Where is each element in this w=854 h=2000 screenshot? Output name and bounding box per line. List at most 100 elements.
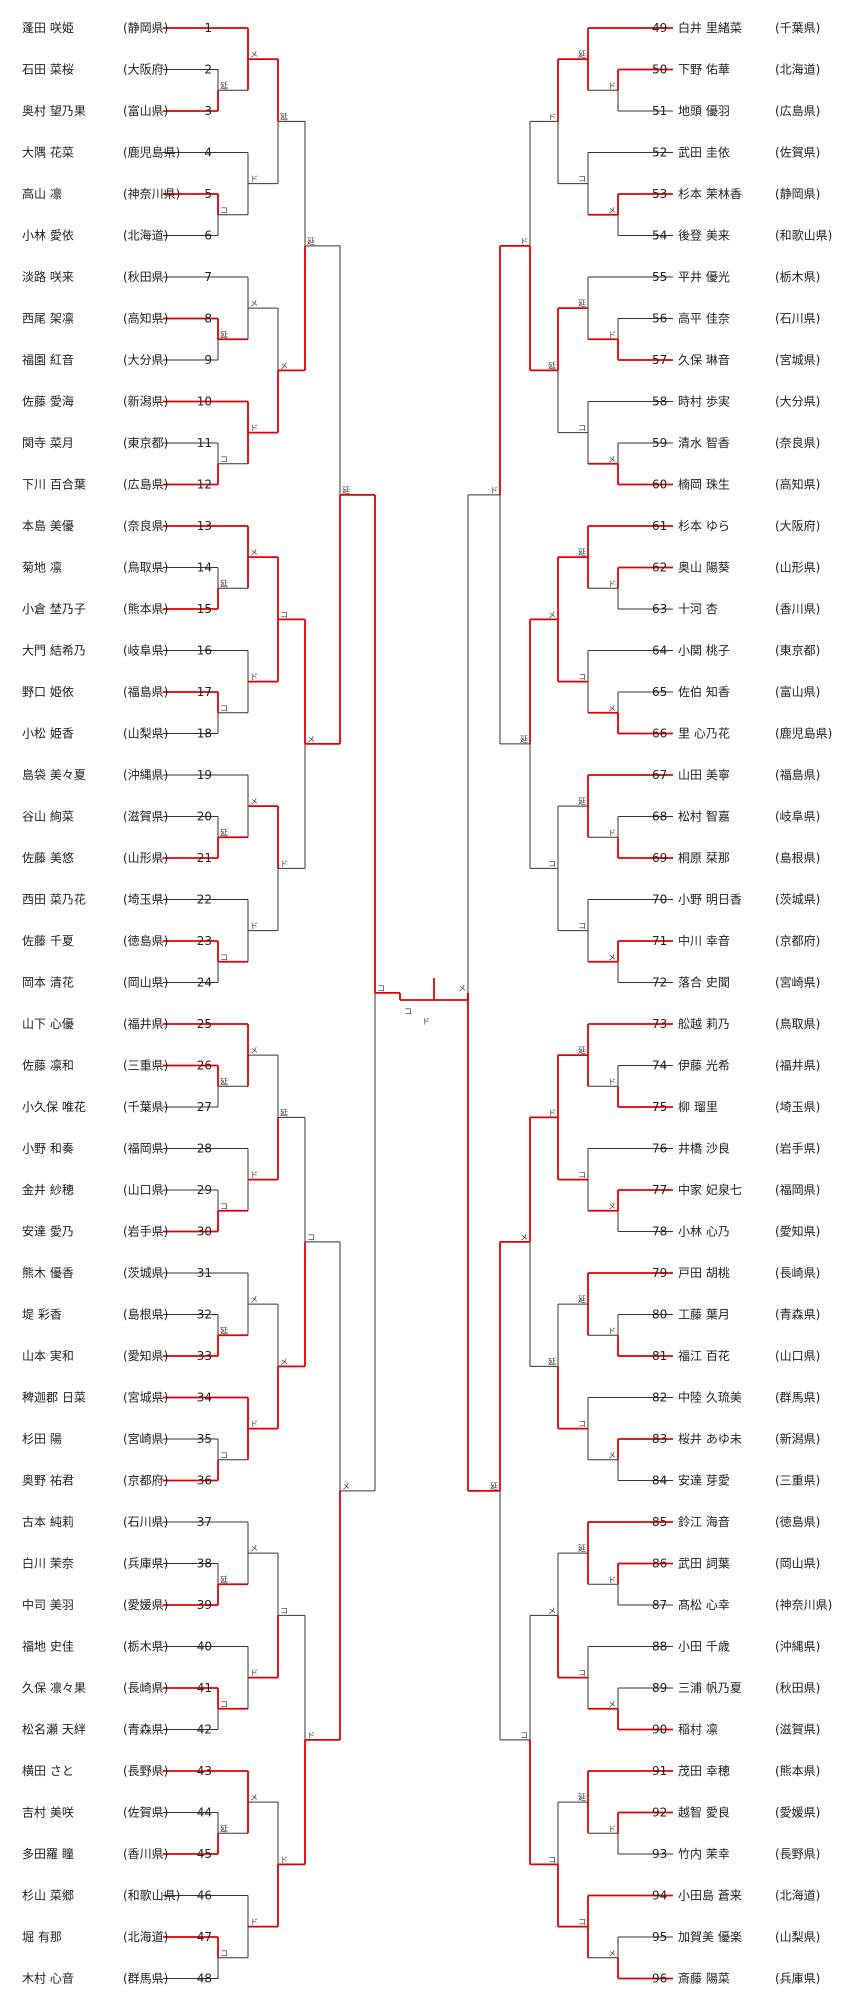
player-prefecture: (福岡県) [123, 1141, 168, 1156]
score-mark: ド [608, 330, 616, 339]
score-mark: ド [422, 1017, 430, 1026]
seed-number: 25 [197, 1017, 212, 1031]
score-mark: メ [548, 1606, 556, 1615]
seed-number: 37 [197, 1515, 212, 1529]
player-prefecture: (鳥取県) [775, 1016, 820, 1031]
player-prefecture: (北海道) [123, 1929, 168, 1944]
player-prefecture: (千葉県) [123, 1100, 168, 1114]
player-name: 安達 芽愛 [678, 1473, 730, 1488]
seed-number: 45 [197, 1847, 212, 1861]
player-prefecture: (福井県) [775, 1058, 820, 1073]
player-name: 金井 紗穂 [22, 1182, 74, 1197]
player-name: 奥山 陽葵 [678, 561, 730, 575]
player-name: 谷山 絢菜 [22, 809, 74, 824]
seed-number: 39 [197, 1598, 212, 1612]
player-name: 下野 佑華 [678, 63, 730, 77]
seed-number: 31 [197, 1266, 212, 1280]
player-name: 中司 美羽 [22, 1597, 74, 1612]
player-prefecture: (三重県) [775, 1474, 820, 1488]
seed-number: 34 [197, 1391, 212, 1405]
player-name: 佐藤 凛和 [22, 1058, 74, 1073]
seed-number: 58 [652, 395, 667, 409]
seed-number: 81 [652, 1349, 667, 1363]
player-name: 桐原 栞那 [678, 851, 730, 865]
seed-number: 8 [204, 312, 212, 326]
player-name: 楠岡 珠生 [678, 477, 730, 492]
player-name: 松名瀬 天絆 [22, 1722, 86, 1737]
score-mark: コ [220, 455, 228, 464]
score-mark: メ [608, 1700, 616, 1709]
player-prefecture: (愛媛県) [123, 1598, 168, 1612]
score-mark: メ [608, 704, 616, 713]
player-prefecture: (埼玉県) [123, 893, 168, 907]
player-prefecture: (北海道) [775, 1888, 820, 1903]
player-prefecture: (滋賀県) [775, 1723, 820, 1737]
score-mark: メ [458, 984, 466, 993]
score-mark: メ [608, 455, 616, 464]
player-name: 小久保 唯花 [22, 1099, 86, 1114]
player-name: 斎藤 陽菜 [678, 1971, 730, 1986]
seed-number: 50 [652, 63, 667, 77]
score-mark: 延 [220, 1325, 228, 1335]
player-prefecture: (滋賀県) [123, 810, 168, 824]
player-prefecture: (新潟県) [775, 1431, 820, 1446]
score-mark: 延 [220, 1823, 228, 1833]
player-prefecture: (大分県) [123, 353, 168, 367]
player-prefecture: (熊本県) [123, 601, 168, 616]
seed-number: 63 [652, 602, 667, 616]
player-prefecture: (島根県) [775, 850, 820, 865]
seed-number: 47 [197, 1930, 212, 1944]
player-prefecture: (高知県) [775, 477, 820, 492]
player-name: 稲村 凛 [678, 1722, 718, 1737]
player-name: 関寺 菜月 [22, 436, 74, 450]
player-name: 小野 明日香 [678, 893, 742, 907]
player-name: 清水 智香 [678, 435, 730, 450]
seed-number: 66 [652, 727, 667, 741]
score-mark: ド [250, 1669, 258, 1678]
seed-number: 49 [652, 21, 667, 35]
seed-number: 90 [652, 1723, 667, 1737]
player-prefecture: (新潟県) [123, 394, 168, 409]
score-mark: メ [250, 1793, 258, 1802]
player-name: 後登 美来 [678, 228, 730, 243]
score-mark: ド [608, 1575, 616, 1584]
player-labels: 蓬田 咲姫(静岡県)1石田 菜桜(大阪府)2奥村 望乃果(富山県)3大隅 花菜(… [22, 20, 832, 1986]
score-mark: ド [280, 859, 288, 868]
player-prefecture: (青森県) [123, 1722, 168, 1737]
player-prefecture: (富山県) [123, 103, 168, 118]
score-mark: ド [548, 1108, 556, 1117]
score-mark: ド [250, 1171, 258, 1180]
player-prefecture: (千葉県) [775, 21, 820, 35]
score-mark: コ [220, 704, 228, 713]
player-prefecture: (奈良県) [123, 518, 168, 533]
player-prefecture: (長崎県) [123, 1681, 168, 1695]
bracket-lines [163, 27, 673, 1980]
score-mark: メ [250, 797, 258, 806]
seed-number: 42 [197, 1723, 212, 1737]
score-mark: ド [608, 579, 616, 588]
seed-number: 30 [197, 1225, 212, 1239]
player-prefecture: (長崎県) [775, 1266, 820, 1280]
score-mark: コ [220, 1700, 228, 1709]
player-prefecture: (香川県) [775, 602, 820, 616]
score-mark: コ [578, 1171, 586, 1180]
player-prefecture: (宮城県) [775, 352, 820, 367]
seed-number: 77 [652, 1183, 667, 1197]
seed-number: 44 [197, 1806, 212, 1820]
player-prefecture: (静岡県) [775, 187, 820, 201]
seed-number: 93 [652, 1847, 667, 1861]
player-prefecture: (岩手県) [775, 1141, 820, 1156]
seed-number: 20 [197, 810, 212, 824]
seed-number: 10 [197, 395, 212, 409]
player-prefecture: (佐賀県) [123, 1806, 168, 1820]
seed-number: 64 [652, 644, 667, 658]
seed-number: 46 [197, 1889, 212, 1903]
player-name: 木村 心音 [22, 1971, 74, 1986]
score-mark: ド [608, 81, 616, 90]
score-mark: 延 [548, 1356, 556, 1366]
player-prefecture: (宮城県) [123, 1390, 168, 1405]
player-prefecture: (大阪府) [775, 518, 820, 533]
seed-number: 35 [197, 1432, 212, 1446]
player-prefecture: (福島県) [123, 684, 168, 699]
score-mark: メ [548, 610, 556, 619]
